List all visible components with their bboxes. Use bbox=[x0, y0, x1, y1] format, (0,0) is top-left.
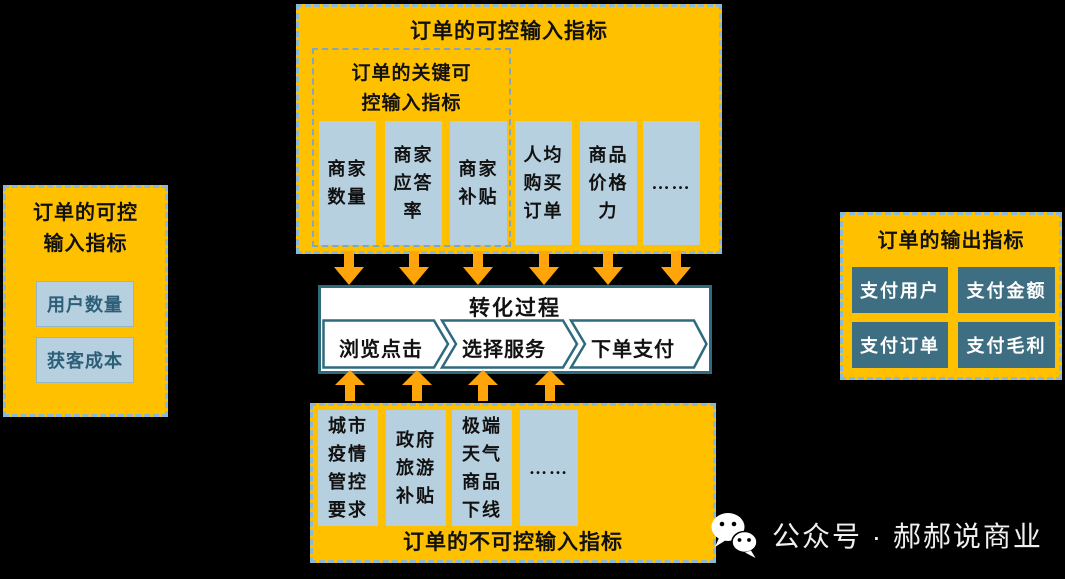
chevron-step-2-shape bbox=[439, 319, 579, 369]
metric-box-merchant-count: 商家数量 bbox=[319, 121, 376, 245]
output-cell-payment-gross-profit: 支付毛利 bbox=[958, 322, 1055, 368]
metric-box-merchant-response-rate: 商家应答率 bbox=[385, 121, 442, 245]
right-output-panel: 订单的输出指标 支付用户 支付金额 支付订单 支付毛利 bbox=[840, 212, 1062, 380]
metric-label: 商家数量 bbox=[327, 159, 368, 207]
metric-box-merchant-subsidy: 商家补贴 bbox=[450, 121, 507, 245]
watermark-text: 公众号 · 郝郝说商业 bbox=[772, 521, 1043, 552]
up-arrow-2 bbox=[402, 370, 432, 401]
up-arrow-3 bbox=[468, 370, 498, 401]
top-panel-title: 订单的可控输入指标 bbox=[410, 19, 608, 43]
chevron-step-1-shape bbox=[322, 319, 450, 369]
output-cell-paid-orders: 支付订单 bbox=[852, 322, 948, 368]
metric-label: 极端天气商品下线 bbox=[461, 416, 502, 520]
chevron-step-3-shape bbox=[568, 319, 708, 369]
left-panel-title: 订单的可控输入指标 bbox=[33, 202, 138, 255]
wechat-icon bbox=[711, 513, 758, 558]
metric-box-user-count: 用户数量 bbox=[36, 281, 134, 327]
process-title: 转化过程 bbox=[469, 296, 561, 320]
up-arrow-4 bbox=[535, 370, 565, 401]
top-controllable-input-panel: 订单的可控输入指标 订单的关键可控输入指标 商家数量 商家应答率 商家补贴 人均… bbox=[296, 4, 722, 254]
process-chevrons bbox=[322, 319, 708, 369]
down-arrow-5 bbox=[593, 251, 623, 285]
metric-box-government-tourism-subsidy: 政府旅游补贴 bbox=[386, 410, 446, 526]
metric-box-orders-per-user: 人均购买订单 bbox=[515, 121, 572, 245]
output-cell-payment-amount: 支付金额 bbox=[958, 267, 1055, 313]
process-step-order-pay: 下单支付 bbox=[591, 339, 675, 361]
metric-label: …… bbox=[651, 173, 692, 193]
metric-label: 商家补贴 bbox=[458, 159, 499, 207]
metric-label: …… bbox=[528, 458, 569, 478]
metric-box-price-power: 商品价格力 bbox=[580, 121, 637, 245]
right-panel-title: 订单的输出指标 bbox=[877, 230, 1025, 252]
down-arrow-2 bbox=[399, 251, 429, 285]
metric-label: 政府旅游补贴 bbox=[395, 430, 436, 506]
key-group-title: 订单的关键可控输入指标 bbox=[351, 63, 472, 114]
metric-label: 人均购买订单 bbox=[523, 145, 564, 221]
metric-box-extreme-weather-delisting: 极端天气商品下线 bbox=[452, 410, 512, 526]
up-arrow-1 bbox=[335, 370, 365, 401]
key-controllable-group: 订单的关键可控输入指标 bbox=[312, 48, 511, 247]
metric-label: 商品价格力 bbox=[588, 145, 629, 221]
process-step-browse-click: 浏览点击 bbox=[339, 339, 423, 361]
bottom-uncontrollable-input-panel: 城市疫情管控要求 政府旅游补贴 极端天气商品下线 …… 订单的不可控输入指标 bbox=[310, 403, 716, 563]
left-controllable-input-panel: 订单的可控输入指标 用户数量 获客成本 bbox=[3, 185, 168, 417]
metric-box-city-covid-control: 城市疫情管控要求 bbox=[318, 410, 378, 526]
metric-box-acquisition-cost: 获客成本 bbox=[36, 337, 134, 383]
metric-box-ellipsis: …… bbox=[643, 121, 700, 245]
output-cell-paying-users: 支付用户 bbox=[852, 267, 948, 313]
down-arrow-6 bbox=[661, 251, 691, 285]
down-arrow-4 bbox=[529, 251, 559, 285]
process-step-choose-service: 选择服务 bbox=[462, 339, 546, 361]
down-arrow-1 bbox=[334, 251, 364, 285]
down-arrow-3 bbox=[463, 251, 493, 285]
metric-label: 城市疫情管控要求 bbox=[327, 416, 368, 520]
bottom-panel-title: 订单的不可控输入指标 bbox=[403, 530, 623, 554]
metric-box-ellipsis: …… bbox=[520, 410, 578, 526]
conversion-process-box: 转化过程 浏览点击 选择服务 下单支付 bbox=[318, 285, 712, 374]
metric-label: 商家应答率 bbox=[393, 145, 434, 221]
watermark: 公众号 · 郝郝说商业 bbox=[708, 509, 1043, 561]
